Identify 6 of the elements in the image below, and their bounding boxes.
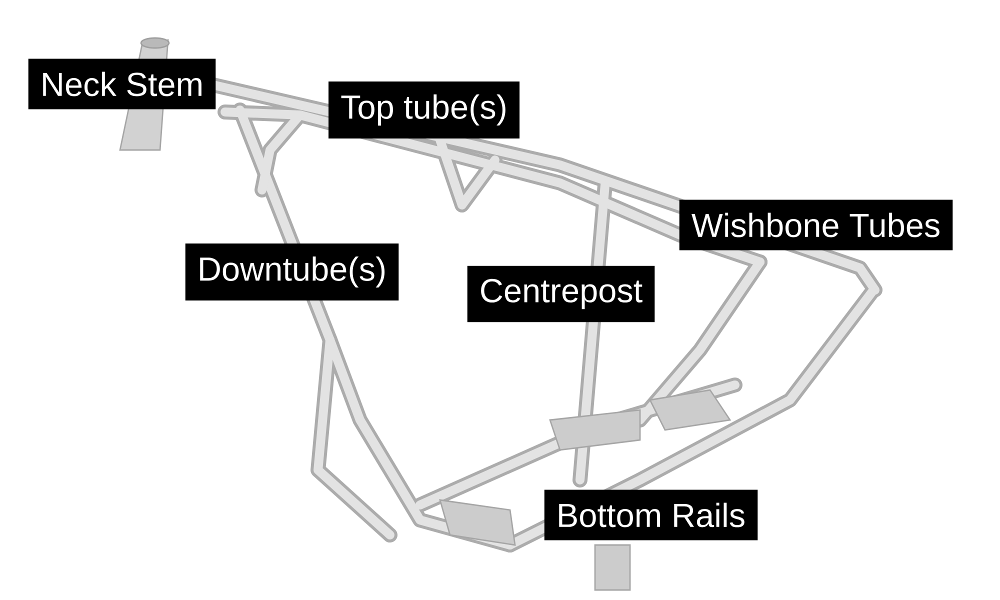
label-box: Bottom Rails: [544, 490, 758, 540]
label-box: Top tube(s): [328, 81, 520, 139]
label-box: Neck Stem: [28, 58, 216, 110]
label-box: Downtube(s): [185, 243, 399, 301]
label-box: Wishbone Tubes: [679, 200, 953, 250]
label-box: Centrepost: [467, 266, 655, 322]
